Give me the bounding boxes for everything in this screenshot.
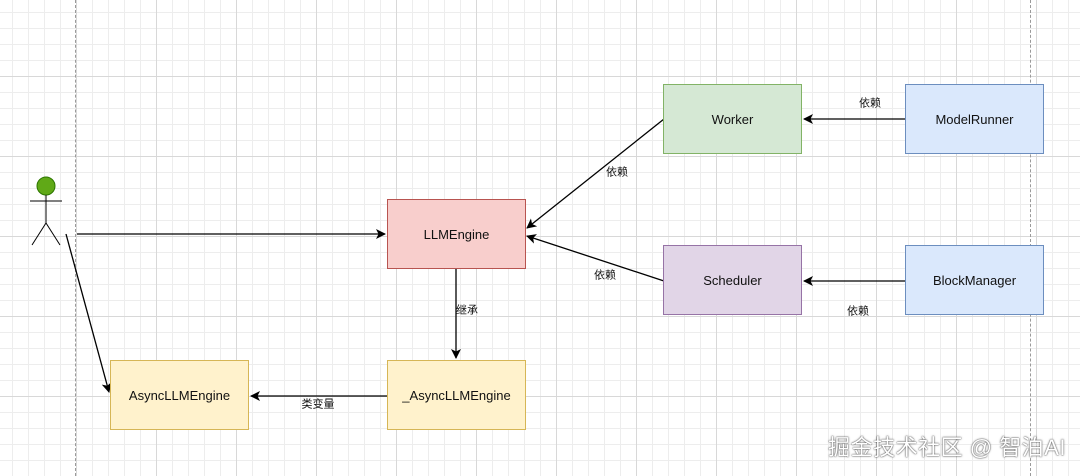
scheduler-node-label: Scheduler <box>703 272 762 288</box>
edge-scheduler-to-llm-engine <box>526 234 665 282</box>
actor-leg-right <box>45 222 61 246</box>
watermark-text: 掘金技术社区 @ 智泊AI <box>828 435 1066 460</box>
edge-label-block-manager-scheduler: 依赖 <box>847 305 869 318</box>
async-llm-engine-node-label: AsyncLLMEngine <box>128 387 231 403</box>
worker-node-label: Worker <box>711 111 754 127</box>
async-llm-engine-private-node-label: _AsyncLLMEngine <box>402 387 511 403</box>
edge-actor-to-async-llm-engine <box>65 233 112 393</box>
async-llm-engine-node[interactable]: AsyncLLMEngine <box>110 360 249 430</box>
model-runner-node-label: ModelRunner <box>935 111 1014 127</box>
edge-label-model-runner-worker: 依赖 <box>859 97 881 110</box>
async-llm-engine-private-node[interactable]: _AsyncLLMEngine <box>387 360 526 430</box>
edge-label-async-private-async: 类变量 <box>301 398 335 411</box>
page-guide-left <box>75 0 76 476</box>
block-manager-node-label: BlockManager <box>932 272 1017 288</box>
edge-label-worker-llm-engine: 依赖 <box>606 166 628 179</box>
scheduler-node[interactable]: Scheduler <box>663 245 802 315</box>
llm-engine-node[interactable]: LLMEngine <box>387 199 526 269</box>
worker-node[interactable]: Worker <box>663 84 802 154</box>
actor-head <box>36 176 56 196</box>
edge-worker-to-llm-engine <box>526 118 665 229</box>
block-manager-node[interactable]: BlockManager <box>905 245 1044 315</box>
user-actor-icon[interactable] <box>30 176 62 246</box>
llm-engine-node-label: LLMEngine <box>423 226 490 242</box>
actor-leg-left <box>31 222 47 246</box>
edge-label-scheduler-llm-engine: 依赖 <box>594 269 616 282</box>
page-guide-right <box>1030 0 1031 476</box>
edge-label-llm-engine-async-private: 继承 <box>456 304 478 317</box>
model-runner-node[interactable]: ModelRunner <box>905 84 1044 154</box>
